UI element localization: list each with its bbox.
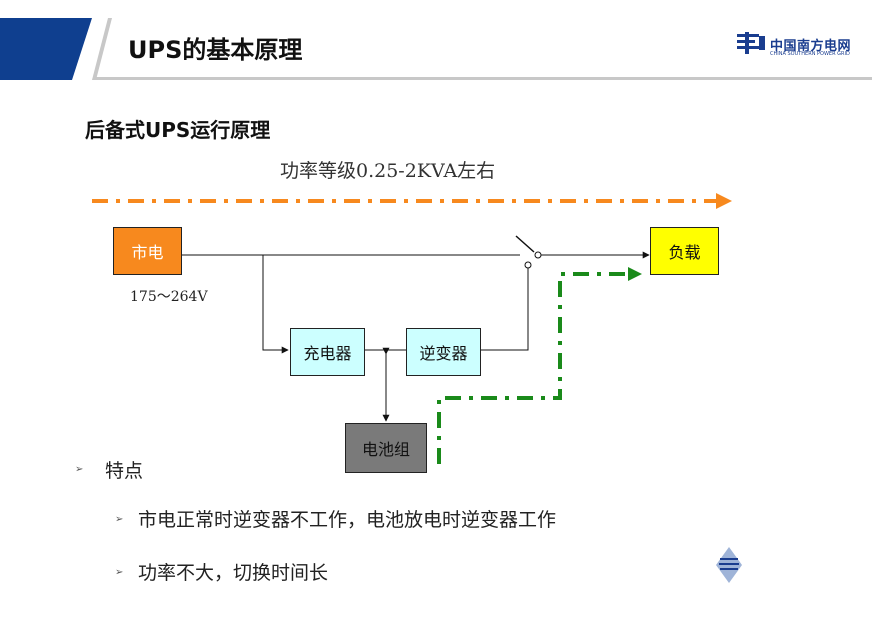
inverter-switch-line <box>481 268 529 351</box>
corner-logo-icon <box>716 547 742 583</box>
power-level-label: 功率等级0.25-2KVA左右 <box>280 160 496 182</box>
battery-box: 电池组 <box>345 423 427 473</box>
transfer-switch <box>515 235 535 253</box>
logo-subtext: CHINA SOUTHERN POWER GRID <box>770 51 850 57</box>
header-slash <box>92 18 112 80</box>
page-title: UPS的基本原理 <box>128 36 303 64</box>
bullet-item: 市电正常时逆变器不工作，电池放电时逆变器工作 <box>138 509 557 531</box>
charger-box: 充电器 <box>290 328 365 376</box>
header-rule <box>96 77 872 80</box>
header-blue-block <box>0 18 92 80</box>
inverter-box: 逆变器 <box>406 328 481 376</box>
battery-flow-arrowhead <box>628 267 642 281</box>
voltage-range: 175～264V <box>130 289 208 305</box>
csg-logo-icon <box>737 32 765 54</box>
switch-contact-top <box>534 251 542 259</box>
sub-bullet-arrow-icon: ➢ <box>115 514 124 525</box>
bullet-heading: 特点 <box>105 460 144 482</box>
battery-flow-path <box>437 272 628 464</box>
switch-contact-bottom <box>524 261 532 269</box>
sub-bullet-arrow-icon: ➢ <box>115 567 124 578</box>
header-decoration <box>0 18 872 80</box>
mains-flow-arrowhead <box>716 193 732 209</box>
mains-box: 市电 <box>113 227 182 275</box>
section-title: 后备式UPS运行原理 <box>85 118 271 142</box>
logo-text: 中国南方电网 <box>770 39 852 54</box>
load-box: 负载 <box>650 227 719 275</box>
bullet-arrow-icon: ➢ <box>75 464 84 475</box>
bullet-item: 功率不大，切换时间长 <box>138 562 329 584</box>
charger-feed-line <box>262 255 289 354</box>
